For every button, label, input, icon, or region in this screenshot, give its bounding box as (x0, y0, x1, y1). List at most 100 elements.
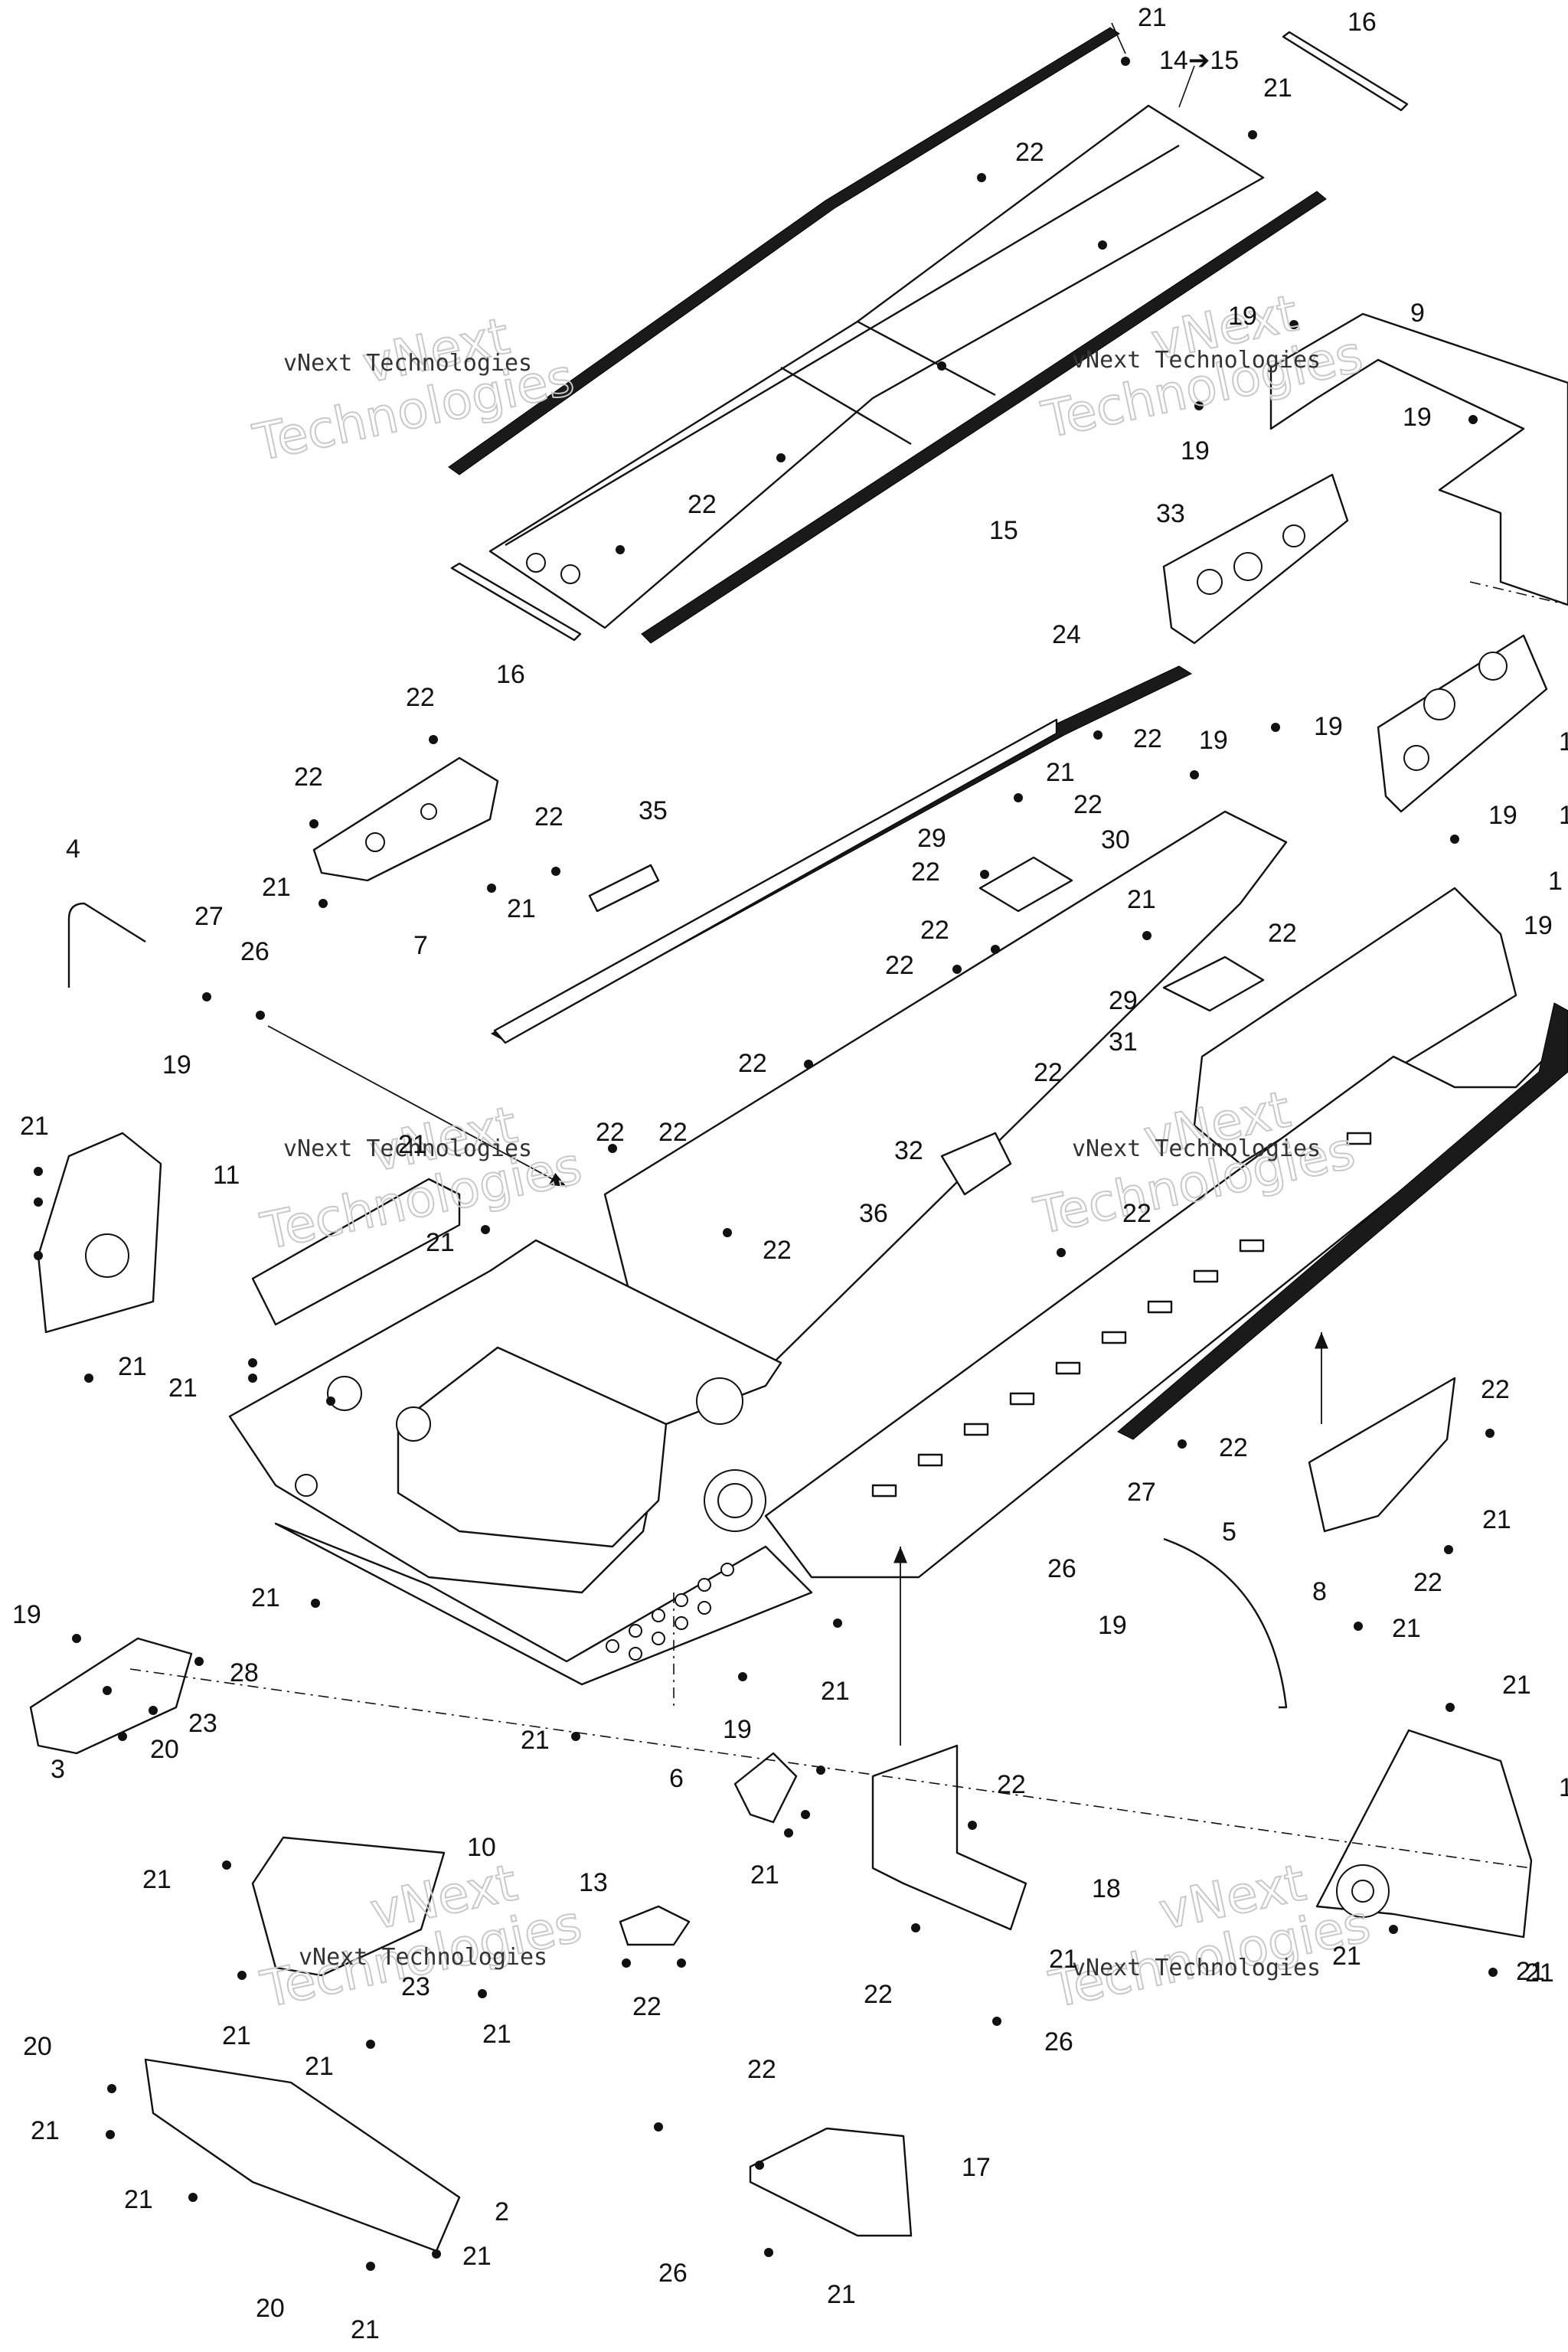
callout: 22 (1481, 1375, 1510, 1404)
callout: 22 (294, 763, 323, 792)
small-brackets (312, 756, 1265, 1196)
right-footrest-rail (1117, 1002, 1568, 1440)
footrest-8 (1308, 1377, 1456, 1533)
tunnel-rear-section (1193, 887, 1517, 1165)
callout: 28 (230, 1658, 259, 1687)
callout: 27 (194, 902, 224, 931)
callout: 26 (240, 937, 270, 966)
callout: 26 (1044, 2027, 1073, 2056)
callout: 21 (750, 1860, 779, 1890)
callout: 2 (495, 2197, 509, 2226)
callout: 22 (1268, 919, 1297, 948)
callout: 22 (920, 916, 949, 945)
bracket-7 (312, 756, 499, 882)
callout: 7 (413, 931, 428, 960)
belly-pan (274, 1522, 813, 1686)
callout: 26 (1047, 1554, 1076, 1583)
callout: 22 (1413, 1568, 1442, 1597)
callout: 22 (885, 951, 914, 980)
bracket-35 (588, 864, 660, 913)
callout: 19 (1524, 911, 1553, 940)
callout: 22 (1015, 138, 1044, 167)
tunnel-top-assembly (448, 27, 1409, 644)
callout: 19 (12, 1600, 41, 1629)
callout: 21 (142, 1865, 172, 1894)
callout: 22 (1073, 790, 1102, 819)
callout: 4 (66, 835, 80, 864)
callout: 19 (162, 1050, 191, 1080)
callout: 8 (1312, 1577, 1327, 1606)
callout: 22 (596, 1118, 625, 1147)
callout: 18 (1092, 1874, 1121, 1903)
callout: 21 (222, 2021, 251, 2050)
callout: 1 (1559, 1773, 1568, 1802)
bracket-31 (1162, 956, 1265, 1012)
callout: 21 (462, 2242, 492, 2271)
callout: 1 (1559, 727, 1568, 756)
callout: 21 (1263, 74, 1292, 103)
callout: 19 (1181, 436, 1210, 466)
handle-5 (1163, 1537, 1288, 1709)
callout: 21 (118, 1352, 147, 1381)
assembly-lines (129, 22, 1568, 1869)
callout: 22 (747, 2055, 776, 2084)
bracket-36 (940, 1132, 1012, 1196)
callout: 21 (351, 2315, 380, 2344)
callout: 22 (1034, 1058, 1063, 1087)
right-rail (641, 191, 1327, 644)
callout: 21 (1127, 885, 1156, 914)
callout: 24 (1052, 620, 1081, 649)
callout: 1 (1559, 801, 1568, 830)
callouts: 21 14➔15 21 16 22 9 19 19 19 22 15 33 16… (12, 3, 1568, 2344)
callout: 22 (911, 858, 940, 887)
callout: 22 (1122, 1199, 1152, 1228)
callout: 31 (1109, 1027, 1138, 1057)
handle-4 (67, 902, 146, 988)
callout: 16 (496, 660, 525, 689)
callout: 22 (658, 1118, 688, 1147)
callout: 22 (1133, 724, 1162, 753)
callout: 26 (658, 2259, 688, 2288)
callout: 36 (859, 1199, 888, 1228)
callout: 32 (894, 1136, 923, 1165)
callout: 21 (31, 2116, 60, 2145)
callout: 22 (738, 1049, 767, 1078)
callout: 33 (1156, 499, 1185, 528)
callout: 13 (579, 1868, 608, 1897)
plate-13 (619, 1905, 691, 1946)
watermarks: vNext Technologies vNext Technologies vN… (247, 283, 1376, 2020)
watermark-small-bottom-left: vNext Technologies (299, 1944, 547, 1971)
callout: 19 (1228, 302, 1257, 331)
callout: 22 (1219, 1433, 1248, 1462)
callout: 21 (262, 873, 291, 902)
callout: 21 (1332, 1942, 1361, 1971)
callout: 19 (1314, 712, 1343, 741)
callout: 21 (1516, 1957, 1545, 1986)
slide-rail-24 (490, 665, 1193, 1044)
callout: 19 (1098, 1611, 1127, 1640)
callout: 23 (188, 1709, 217, 1738)
bracket-33-copy (1377, 634, 1548, 813)
callout: 17 (962, 2153, 991, 2182)
callout: 6 (669, 1764, 684, 1793)
rear-brackets (1162, 312, 1568, 813)
callout: 21 (1482, 1505, 1511, 1534)
watermark-small-bottom-right: vNext Technologies (1072, 1955, 1321, 1981)
callout: 15 (989, 516, 1018, 545)
callout: 22 (763, 1236, 792, 1265)
callout: 29 (917, 824, 946, 853)
callout: 19 (723, 1715, 752, 1744)
callout: 21 (1392, 1614, 1421, 1643)
callout: 23 (401, 1972, 430, 2001)
callout: 22 (406, 683, 435, 712)
callout: 16 (1348, 8, 1377, 37)
watermark-small-top-right: vNext Technologies (1072, 347, 1321, 374)
callout: 1 (1548, 867, 1563, 896)
left-rail (448, 27, 1120, 475)
running-board-slots (871, 1132, 1372, 1498)
callout: 21 (251, 1583, 280, 1612)
callout: 21 (821, 1677, 850, 1706)
bracket-3 (29, 1637, 193, 1755)
bracket-17 (749, 2127, 913, 2237)
callout: 21 (1502, 1671, 1531, 1700)
